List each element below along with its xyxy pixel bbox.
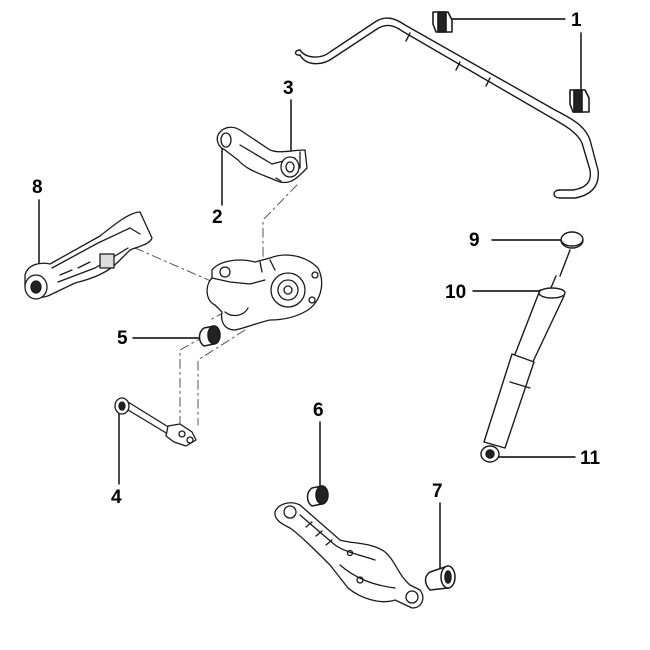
dash-bushing-5b: [197, 329, 246, 426]
callout-10: 10: [445, 282, 467, 303]
callout-4: 4: [111, 487, 122, 508]
callout-6: 6: [313, 400, 324, 421]
shock-absorber: [480, 275, 566, 463]
dash-upper-arm: [262, 184, 298, 259]
callout-9: 9: [469, 230, 480, 251]
bar-mark-b: [485, 77, 491, 87]
bar-bushing-upper: [432, 11, 453, 33]
dash-bushing-5a: [179, 335, 206, 426]
callout-2: 2: [212, 207, 223, 228]
stabilizer-bar: [294, 11, 599, 199]
knuckle: [206, 254, 323, 331]
shock-top-mount: [559, 231, 584, 277]
callout-5: 5: [117, 328, 128, 349]
bar-inner: [299, 24, 592, 191]
knuckle-bushing: [198, 325, 221, 347]
callout-8: 8: [32, 177, 43, 198]
callout-11: 11: [580, 448, 601, 469]
shock-lower-body: [483, 353, 535, 449]
upper-control-arm: [216, 126, 308, 184]
upper-arm-bushing-inner: [220, 132, 232, 148]
lower-arm-outer-bushing: [424, 565, 456, 591]
toe-link: [114, 397, 197, 447]
leader-lines: [38, 18, 582, 573]
bar-mark-a: [455, 61, 461, 71]
dash-trailing: [134, 247, 221, 286]
upper-arm-bushing-outer: [280, 156, 300, 178]
lower-control-arm: [274, 502, 424, 609]
callout-1: 1: [571, 10, 582, 31]
bar-end-left: [294, 49, 301, 56]
bar-mark-c: [405, 32, 411, 42]
bar-bushing-lower: [569, 89, 590, 113]
trailing-arm: [24, 211, 153, 300]
bar-outer: [299, 17, 599, 199]
callout-7: 7: [432, 481, 443, 502]
bar-end-right: [553, 189, 561, 199]
callout-3: 3: [283, 78, 294, 99]
hub: [270, 272, 306, 308]
lower-arm-bushing: [306, 485, 329, 507]
